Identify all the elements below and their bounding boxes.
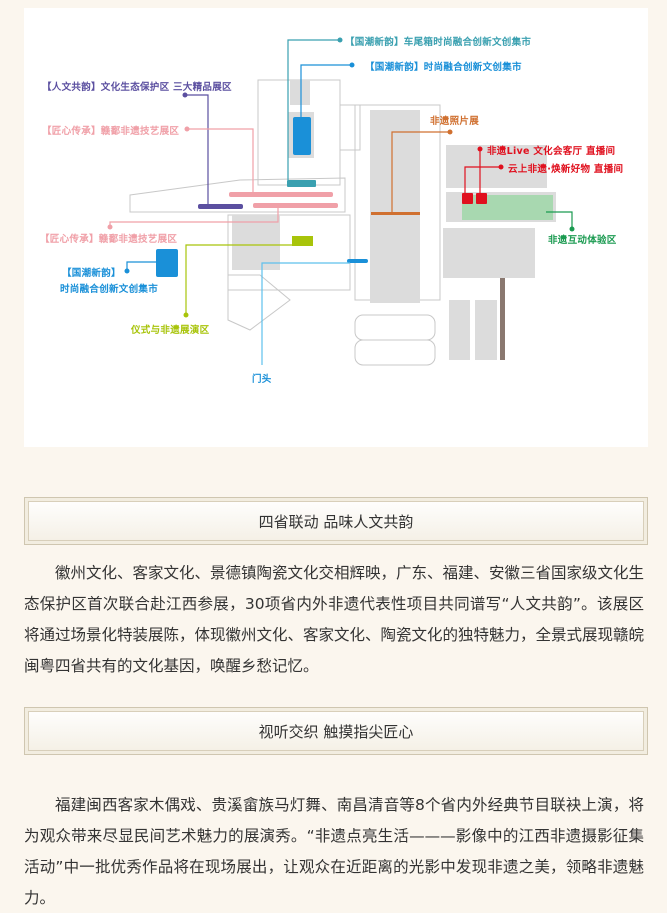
label-chewei-market: 【国潮新韵】车尾箱时尚融合创新文创集市 xyxy=(345,37,532,48)
venue-map-drawing xyxy=(107,37,575,366)
building-outlines xyxy=(129,79,441,366)
leader-dots xyxy=(107,37,575,318)
label-jiangxin-zone-2: 【匠心传承】赣鄱非遗技艺展区 xyxy=(40,234,178,245)
zone-marks xyxy=(156,117,553,277)
label-interactive-zone: 非遗互动体验区 xyxy=(548,235,617,246)
label-renwen-zone: 【人文共韵】文化生态保护区 三大精品展区 xyxy=(42,82,232,93)
section-heading-2: 视听交织 触摸指尖匠心 xyxy=(24,707,648,755)
label-live-studio: 非遗Live 文化会客厅 直播间 xyxy=(487,146,616,157)
walkway xyxy=(500,278,505,360)
venue-map xyxy=(24,8,648,447)
label-yishi-zone: 仪式与非遗展演区 xyxy=(131,325,210,336)
label-guochao-top: 【国潮新韵】时尚融合创新文创集市 xyxy=(365,62,522,73)
label-jiangxin-zone-1: 【匠心传承】赣鄱非遗技艺展区 xyxy=(42,126,180,137)
section-heading-1: 四省联动 品味人文共韵 xyxy=(24,497,648,545)
label-photo-exhibit: 非遗照片展 xyxy=(430,116,480,127)
section-body-1: 徽州文化、客家文化、景德镇陶瓷文化交相辉映，广东、福建、安徽三省国家级文化生态保… xyxy=(24,564,645,675)
label-mentou: 门头 xyxy=(252,374,272,385)
label-guochao-left-2: 时尚融合创新文创集市 xyxy=(60,284,159,295)
label-guochao-left-1: 【国潮新韵】 xyxy=(62,268,121,279)
label-yunshang-studio: 云上非遗·焕新好物 直播间 xyxy=(508,164,624,175)
section-body-2: 福建闽西客家木偶戏、贵溪畲族马灯舞、南昌清音等8个省内外经典节目联袂上演，将为观… xyxy=(24,796,644,907)
